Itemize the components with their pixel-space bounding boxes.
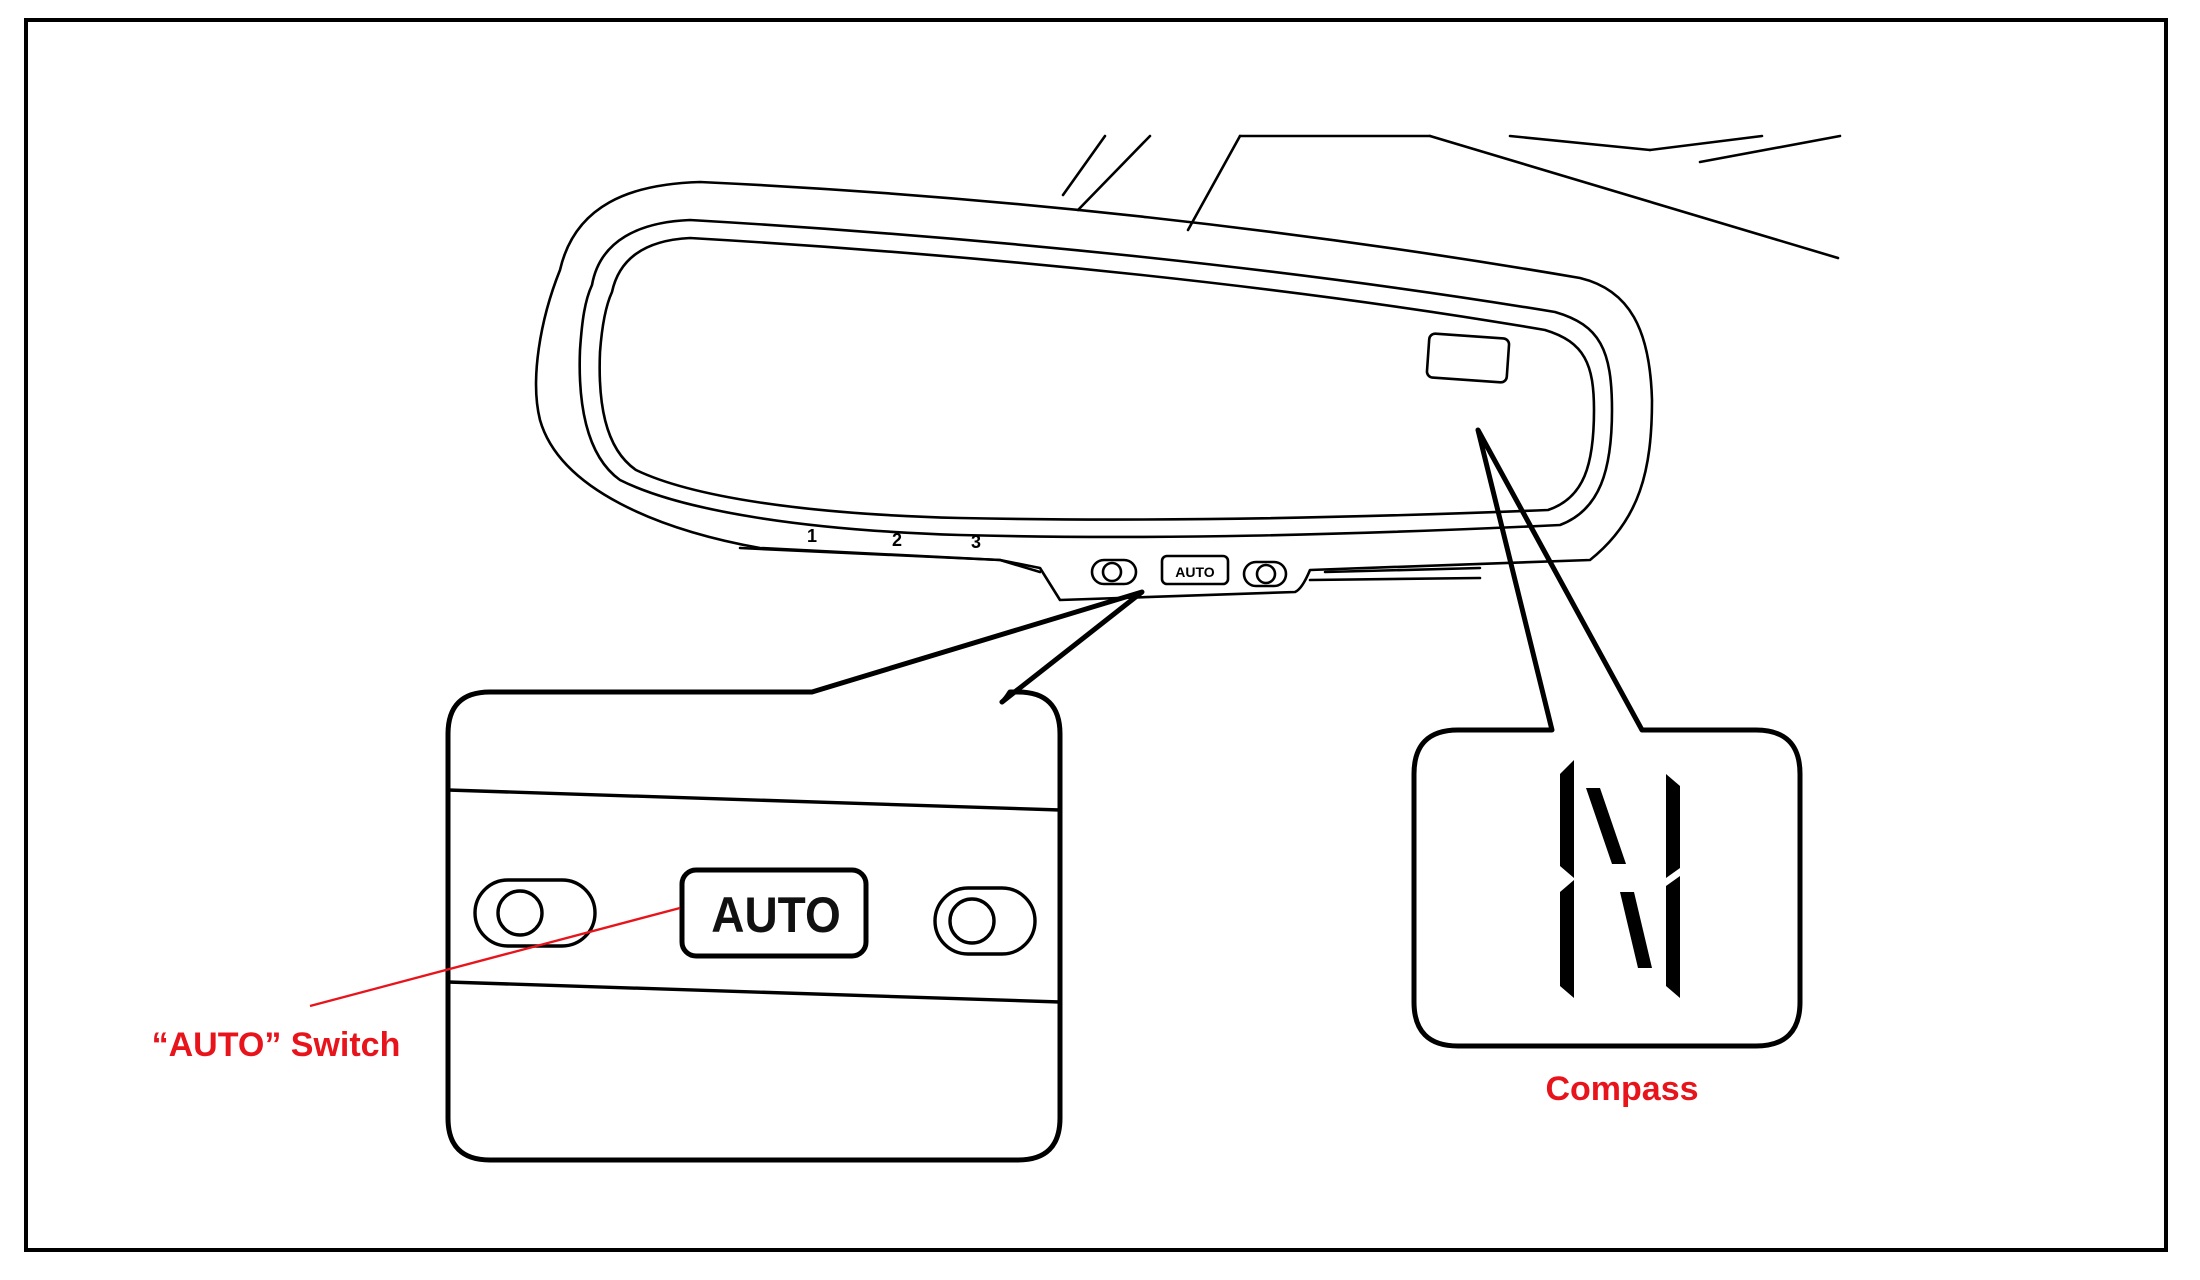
preset-number-labels: 1 2 3 bbox=[807, 526, 981, 552]
auto-switch-callout: AUTO bbox=[309, 589, 1145, 1163]
auto-switch-button[interactable] bbox=[679, 867, 869, 959]
small-left-button[interactable] bbox=[1090, 558, 1138, 586]
big-auto-label: AUTO bbox=[711, 888, 840, 943]
compass-segment-display bbox=[1560, 760, 1680, 998]
small-auto-button[interactable] bbox=[1160, 554, 1230, 586]
preset-label-3: 3 bbox=[971, 532, 981, 552]
small-right-button[interactable] bbox=[1242, 560, 1288, 588]
preset-label-2: 2 bbox=[892, 530, 902, 550]
right-oval-button[interactable] bbox=[933, 886, 1037, 956]
compass-callout-label: Compass bbox=[1545, 1070, 1698, 1108]
compass-callout: N bbox=[1411, 427, 1803, 1049]
auto-switch-callout-label: “AUTO” Switch bbox=[152, 1026, 401, 1064]
rear-view-mirror bbox=[534, 180, 1654, 602]
mirror-small-buttons: AUTO bbox=[1090, 554, 1288, 588]
headliner-lines bbox=[1061, 134, 1842, 260]
auto-switch-leader-line bbox=[309, 906, 681, 1008]
preset-label-1: 1 bbox=[807, 526, 817, 546]
diagram-frame bbox=[24, 18, 2168, 1252]
small-auto-label: AUTO bbox=[1175, 564, 1215, 580]
